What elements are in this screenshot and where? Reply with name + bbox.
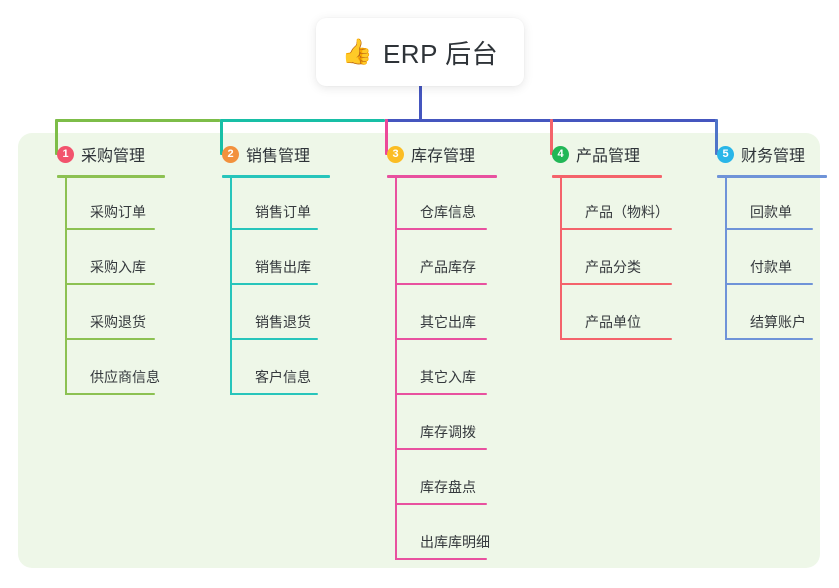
branches-panel xyxy=(18,133,820,568)
branch-spine-finance xyxy=(725,175,727,340)
branch-item-rule xyxy=(395,558,487,560)
branch-column-sales[interactable]: 2 销售管理销售订单销售出库销售退货客户信息 xyxy=(202,133,352,395)
branch-item-label: 采购订单 xyxy=(90,204,146,220)
branch-item-label: 销售出库 xyxy=(255,259,311,275)
root-stem-connector xyxy=(419,86,422,122)
branch-item-label: 销售退货 xyxy=(255,314,311,330)
branch-item-label: 销售订单 xyxy=(255,204,311,220)
branch-item-rule xyxy=(230,283,318,285)
branch-item-rule xyxy=(65,338,155,340)
branch-item-rule xyxy=(230,228,318,230)
branch-item-label: 采购入库 xyxy=(90,259,146,275)
branch-item-rule xyxy=(395,338,487,340)
drop-procurement xyxy=(55,119,58,155)
branch-item-label: 回款单 xyxy=(750,204,792,220)
branch-header-procurement[interactable]: 1 采购管理 xyxy=(37,133,187,175)
branch-number-badge-product: 4 xyxy=(552,145,569,163)
drop-finance xyxy=(715,119,718,155)
branch-header-finance[interactable]: 5 财务管理 xyxy=(697,133,837,175)
branch-title-inventory: 库存管理 xyxy=(411,148,476,165)
drop-inventory xyxy=(385,119,388,155)
branch-item-label: 其它入库 xyxy=(420,369,476,385)
thumbs-up-icon: 👍 xyxy=(341,37,373,66)
root-node-erp-backend[interactable]: 👍 ERP 后台 xyxy=(316,18,524,86)
branch-spine-sales xyxy=(230,175,232,395)
branch-header-inventory[interactable]: 3 库存管理 xyxy=(367,133,527,175)
drop-sales xyxy=(220,119,223,155)
branch-item-label: 供应商信息 xyxy=(90,369,160,385)
branch-item-label: 产品（物料） xyxy=(585,204,669,220)
branch-header-rule-inventory xyxy=(387,175,497,178)
branch-item-rule xyxy=(65,283,155,285)
branch-column-finance[interactable]: 5 财务管理回款单付款单结算账户 xyxy=(697,133,837,340)
branch-column-inventory[interactable]: 3 库存管理仓库信息产品库存其它出库其它入库库存调拨库存盘点出库库明细 xyxy=(367,133,527,560)
branch-title-finance: 财务管理 xyxy=(741,148,806,165)
branch-item-label: 采购退货 xyxy=(90,314,146,330)
branch-column-product[interactable]: 4 产品管理产品（物料） 产品分类产品单位 xyxy=(532,133,692,340)
drop-product xyxy=(550,119,553,155)
branch-number-badge-finance: 5 xyxy=(717,145,734,163)
branch-column-procurement[interactable]: 1 采购管理采购订单采购入库采购退货供应商信息 xyxy=(37,133,187,395)
branch-item-label: 付款单 xyxy=(750,259,792,275)
branch-item-rule xyxy=(560,283,672,285)
branch-header-rule-sales xyxy=(222,175,330,178)
branch-item-label: 其它出库 xyxy=(420,314,476,330)
branch-header-product[interactable]: 4 产品管理 xyxy=(532,133,692,175)
branch-item-label: 库存调拨 xyxy=(420,424,476,440)
branch-item-rule xyxy=(65,228,155,230)
branch-item-rule xyxy=(725,283,813,285)
branch-item-rule xyxy=(230,338,318,340)
branch-item-rule xyxy=(560,338,672,340)
branch-spine-procurement xyxy=(65,175,67,395)
branch-title-procurement: 采购管理 xyxy=(81,148,146,165)
branch-item-rule xyxy=(395,448,487,450)
branch-item-rule xyxy=(65,393,155,395)
branch-item-rule xyxy=(725,228,813,230)
branch-item-rule xyxy=(395,393,487,395)
branch-item-label: 库存盘点 xyxy=(420,479,476,495)
branch-item-label: 产品库存 xyxy=(420,259,476,275)
branch-title-product: 产品管理 xyxy=(576,148,641,165)
branch-spine-product xyxy=(560,175,562,340)
branch-item-label: 结算账户 xyxy=(750,314,806,330)
green-segment xyxy=(55,119,220,122)
branch-item-label: 出库库明细 xyxy=(420,534,490,550)
root-node-title: ERP 后台 xyxy=(382,38,499,69)
branch-columns: 1 采购管理采购订单采购入库采购退货供应商信息 2 销售管理销售订单销售出库销售退货客… xyxy=(0,133,839,568)
branch-number-badge-procurement: 1 xyxy=(57,145,74,163)
teal-segment xyxy=(220,119,385,122)
branch-item-label: 仓库信息 xyxy=(420,204,476,220)
branch-item-label: 客户信息 xyxy=(255,369,311,385)
branch-item-rule xyxy=(395,228,487,230)
branch-header-rule-procurement xyxy=(57,175,165,178)
branch-header-sales[interactable]: 2 销售管理 xyxy=(202,133,352,175)
branch-item-label: 产品单位 xyxy=(585,314,641,330)
branch-header-rule-product xyxy=(552,175,662,178)
branch-header-rule-finance xyxy=(717,175,827,178)
branch-item-rule xyxy=(560,228,672,230)
branch-item-rule xyxy=(725,338,813,340)
branch-title-sales: 销售管理 xyxy=(246,148,311,165)
branch-item-rule xyxy=(395,283,487,285)
branch-spine-inventory xyxy=(395,175,397,560)
branch-item-rule xyxy=(395,503,487,505)
branch-item-label: 产品分类 xyxy=(585,259,641,275)
branch-item-rule xyxy=(230,393,318,395)
branch-number-badge-sales: 2 xyxy=(222,145,239,163)
branch-number-badge-inventory: 3 xyxy=(387,145,404,163)
